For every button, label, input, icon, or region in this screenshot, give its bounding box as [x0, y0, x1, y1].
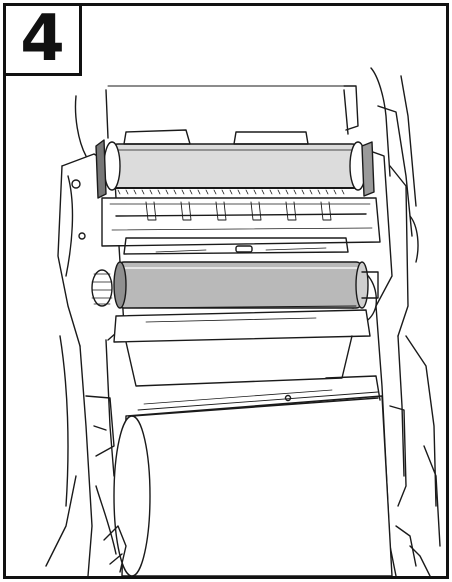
platen-roller: [114, 262, 378, 308]
step-number: 4: [20, 3, 65, 76]
instruction-frame: 4: [3, 3, 449, 579]
printer-mechanism-illustration: [6, 6, 446, 576]
printhead-assembly: [102, 198, 380, 254]
left-gear-icon: [92, 270, 112, 306]
step-badge: 4: [6, 6, 82, 76]
ribbon-roller: [96, 130, 374, 198]
printer-housing: [75, 68, 416, 236]
lower-housing: [86, 396, 440, 576]
media-path: [114, 310, 370, 386]
media-roll: [114, 376, 392, 576]
ribbon-gear-icon: [96, 140, 106, 198]
